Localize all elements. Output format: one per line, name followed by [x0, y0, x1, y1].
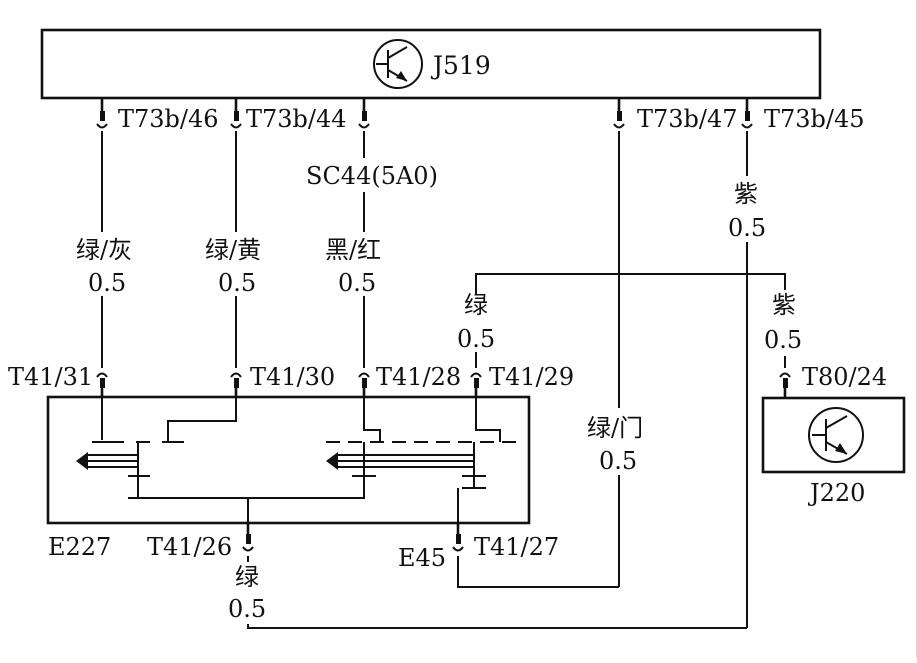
connector-t73b-45 [741, 99, 753, 129]
wire-label-color: 绿 [464, 291, 488, 319]
j519-module-box [40, 28, 822, 100]
wire-branch-top [475, 273, 786, 294]
transistor-icon [373, 39, 423, 89]
connector-t73b-47 [613, 99, 625, 129]
transistor-icon [808, 407, 864, 463]
pin-label-t41-27: T41/27 [474, 533, 559, 561]
connector-t41-30 [230, 372, 242, 397]
wire-label-color: 绿/黄 [205, 236, 261, 264]
wire-green-ground-lower [247, 624, 747, 629]
connector-t41-27 [452, 523, 464, 552]
switch-common-bus [138, 476, 365, 499]
wire-green-door-loop [457, 556, 619, 588]
wire-label-size: 0.5 [764, 326, 802, 354]
wire-label-color: 绿 [235, 563, 259, 591]
pin-label-t41-30: T41/30 [250, 363, 335, 391]
connector-t41-29 [470, 372, 482, 397]
pin-label-t41-31: T41/31 [8, 363, 93, 391]
wire-label-color: 紫 [772, 291, 796, 319]
pin-label-t73b-44-left: T73b/44 [246, 105, 347, 133]
pin-label-t41-26: T41/26 [147, 533, 232, 561]
pin-label-t73b-46: T73b/46 [118, 105, 219, 133]
e45-label: E45 [398, 544, 446, 572]
connector-t80-24 [779, 372, 791, 398]
connector-t73b-46 [96, 99, 108, 129]
pin-label-t41-28: T41/28 [376, 363, 461, 391]
connector-t41-26 [242, 523, 254, 552]
wire-label-color: 黑/红 [325, 236, 381, 264]
connector-t73b-46-b [230, 99, 242, 129]
pin-label-t73b-45: T73b/45 [764, 105, 865, 133]
j519-label: J519 [430, 51, 491, 80]
wire-label-size: 0.5 [338, 269, 376, 297]
wire-label-size: 0.5 [599, 447, 637, 475]
wire-label-size: 0.5 [218, 269, 256, 297]
pin-label-t73b-47: T73b/47 [637, 105, 738, 133]
e227-label: E227 [48, 533, 111, 561]
switch-right [326, 397, 516, 523]
connector-t73b-44 [358, 99, 370, 129]
wire-label-size: 0.5 [457, 325, 495, 353]
fuse-label: SC44(5A0) [306, 162, 438, 190]
j220-module-box [761, 396, 906, 474]
wire-label-size: 0.5 [728, 214, 766, 242]
j220-label: J220 [807, 479, 865, 507]
switch-left [76, 397, 237, 499]
wire-label-color: 绿/门 [587, 414, 643, 442]
led-right-icon [326, 452, 338, 470]
connector-t41-28 [358, 372, 370, 397]
led-left-icon [76, 452, 88, 470]
pin-label-t80-24: T80/24 [802, 363, 887, 391]
wire-label-size: 0.5 [88, 269, 126, 297]
wire-label-size: 0.5 [228, 595, 266, 623]
wire-label-color: 紫 [734, 180, 758, 208]
pin-label-t41-29: T41/29 [489, 363, 574, 391]
connector-t41-31 [96, 372, 108, 397]
wire-label-color: 绿/灰 [76, 236, 132, 264]
